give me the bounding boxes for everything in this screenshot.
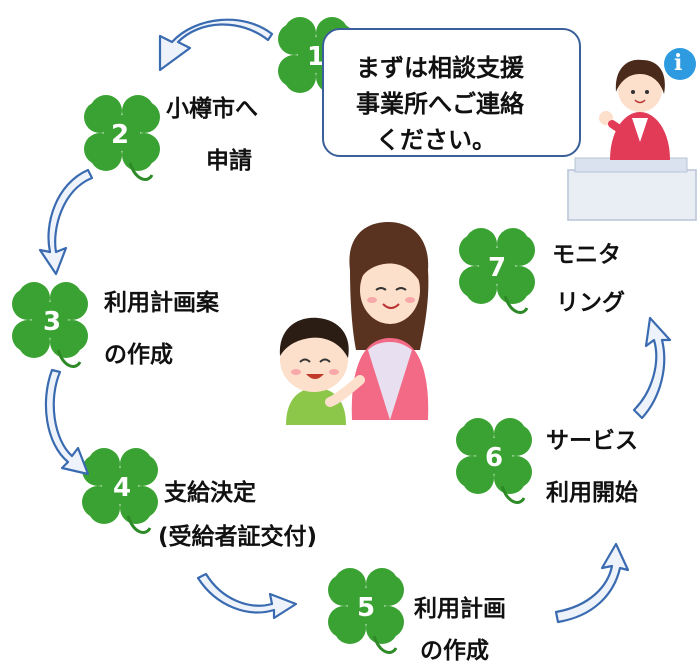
- step5-label-line1: 利用計画: [414, 596, 506, 622]
- clover-icon: [459, 228, 535, 314]
- step-number: 7: [488, 253, 506, 283]
- info-letter: i: [674, 50, 683, 76]
- step-number: 2: [111, 120, 129, 150]
- step4-label-line1: 支給決定: [164, 480, 256, 506]
- arrow-step1-to-step2: [158, 18, 274, 72]
- step7-label-line1: モニタ: [552, 242, 621, 268]
- arrow-step4-to-step5: [196, 572, 298, 620]
- clover-icon: [84, 95, 160, 181]
- step2-label-line1: 小樽市へ: [166, 96, 258, 122]
- step4-label-line2: (受給者証交付): [158, 524, 318, 550]
- clover-icon: [12, 282, 88, 368]
- step7-label-line2: リング: [556, 290, 625, 316]
- arrow-step5-to-step6: [554, 542, 630, 624]
- clover-icon: [328, 568, 404, 654]
- step-number: 4: [113, 473, 131, 503]
- receptionist-illustration: [567, 59, 697, 221]
- clover-icon: [456, 418, 532, 504]
- clover-icon: [82, 448, 158, 534]
- step-number: 3: [43, 307, 61, 337]
- step1-label-line2: 事業所へご連絡: [356, 90, 524, 118]
- step-number: 6: [485, 443, 503, 473]
- step1-label-line3: ください。: [376, 126, 496, 154]
- step1-speech-bubble: [322, 28, 581, 157]
- step6-label-line2: 利用開始: [546, 480, 638, 506]
- step3-label-line1: 利用計画案: [104, 290, 219, 316]
- step5-label-line2: の作成: [420, 638, 489, 664]
- info-icon: [664, 48, 696, 80]
- arrow-step3-to-step4: [44, 368, 90, 476]
- arrow-step6-to-step7: [632, 316, 672, 420]
- step2-label-line2: 申請: [206, 148, 252, 174]
- arrow-step2-to-step3: [38, 168, 94, 276]
- step-number: 5: [357, 593, 375, 623]
- step3-label-line2: の作成: [104, 342, 173, 368]
- step-number: 1: [307, 42, 325, 72]
- mother-and-child-illustration: [279, 222, 429, 425]
- step1-label-line1: まずは相談支援: [356, 54, 524, 82]
- step6-label-line1: サービス: [546, 428, 638, 454]
